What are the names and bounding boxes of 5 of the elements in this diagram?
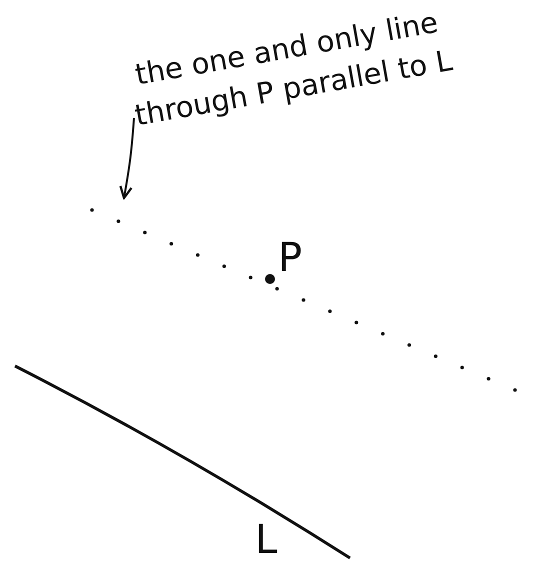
- arrow: [119, 118, 135, 200]
- annotation-text: the one and only line through P parallel to L: [91, 0, 489, 142]
- line-label: L: [255, 518, 278, 562]
- dotted-parallel-line: [90, 208, 517, 392]
- point-label: P: [278, 236, 302, 280]
